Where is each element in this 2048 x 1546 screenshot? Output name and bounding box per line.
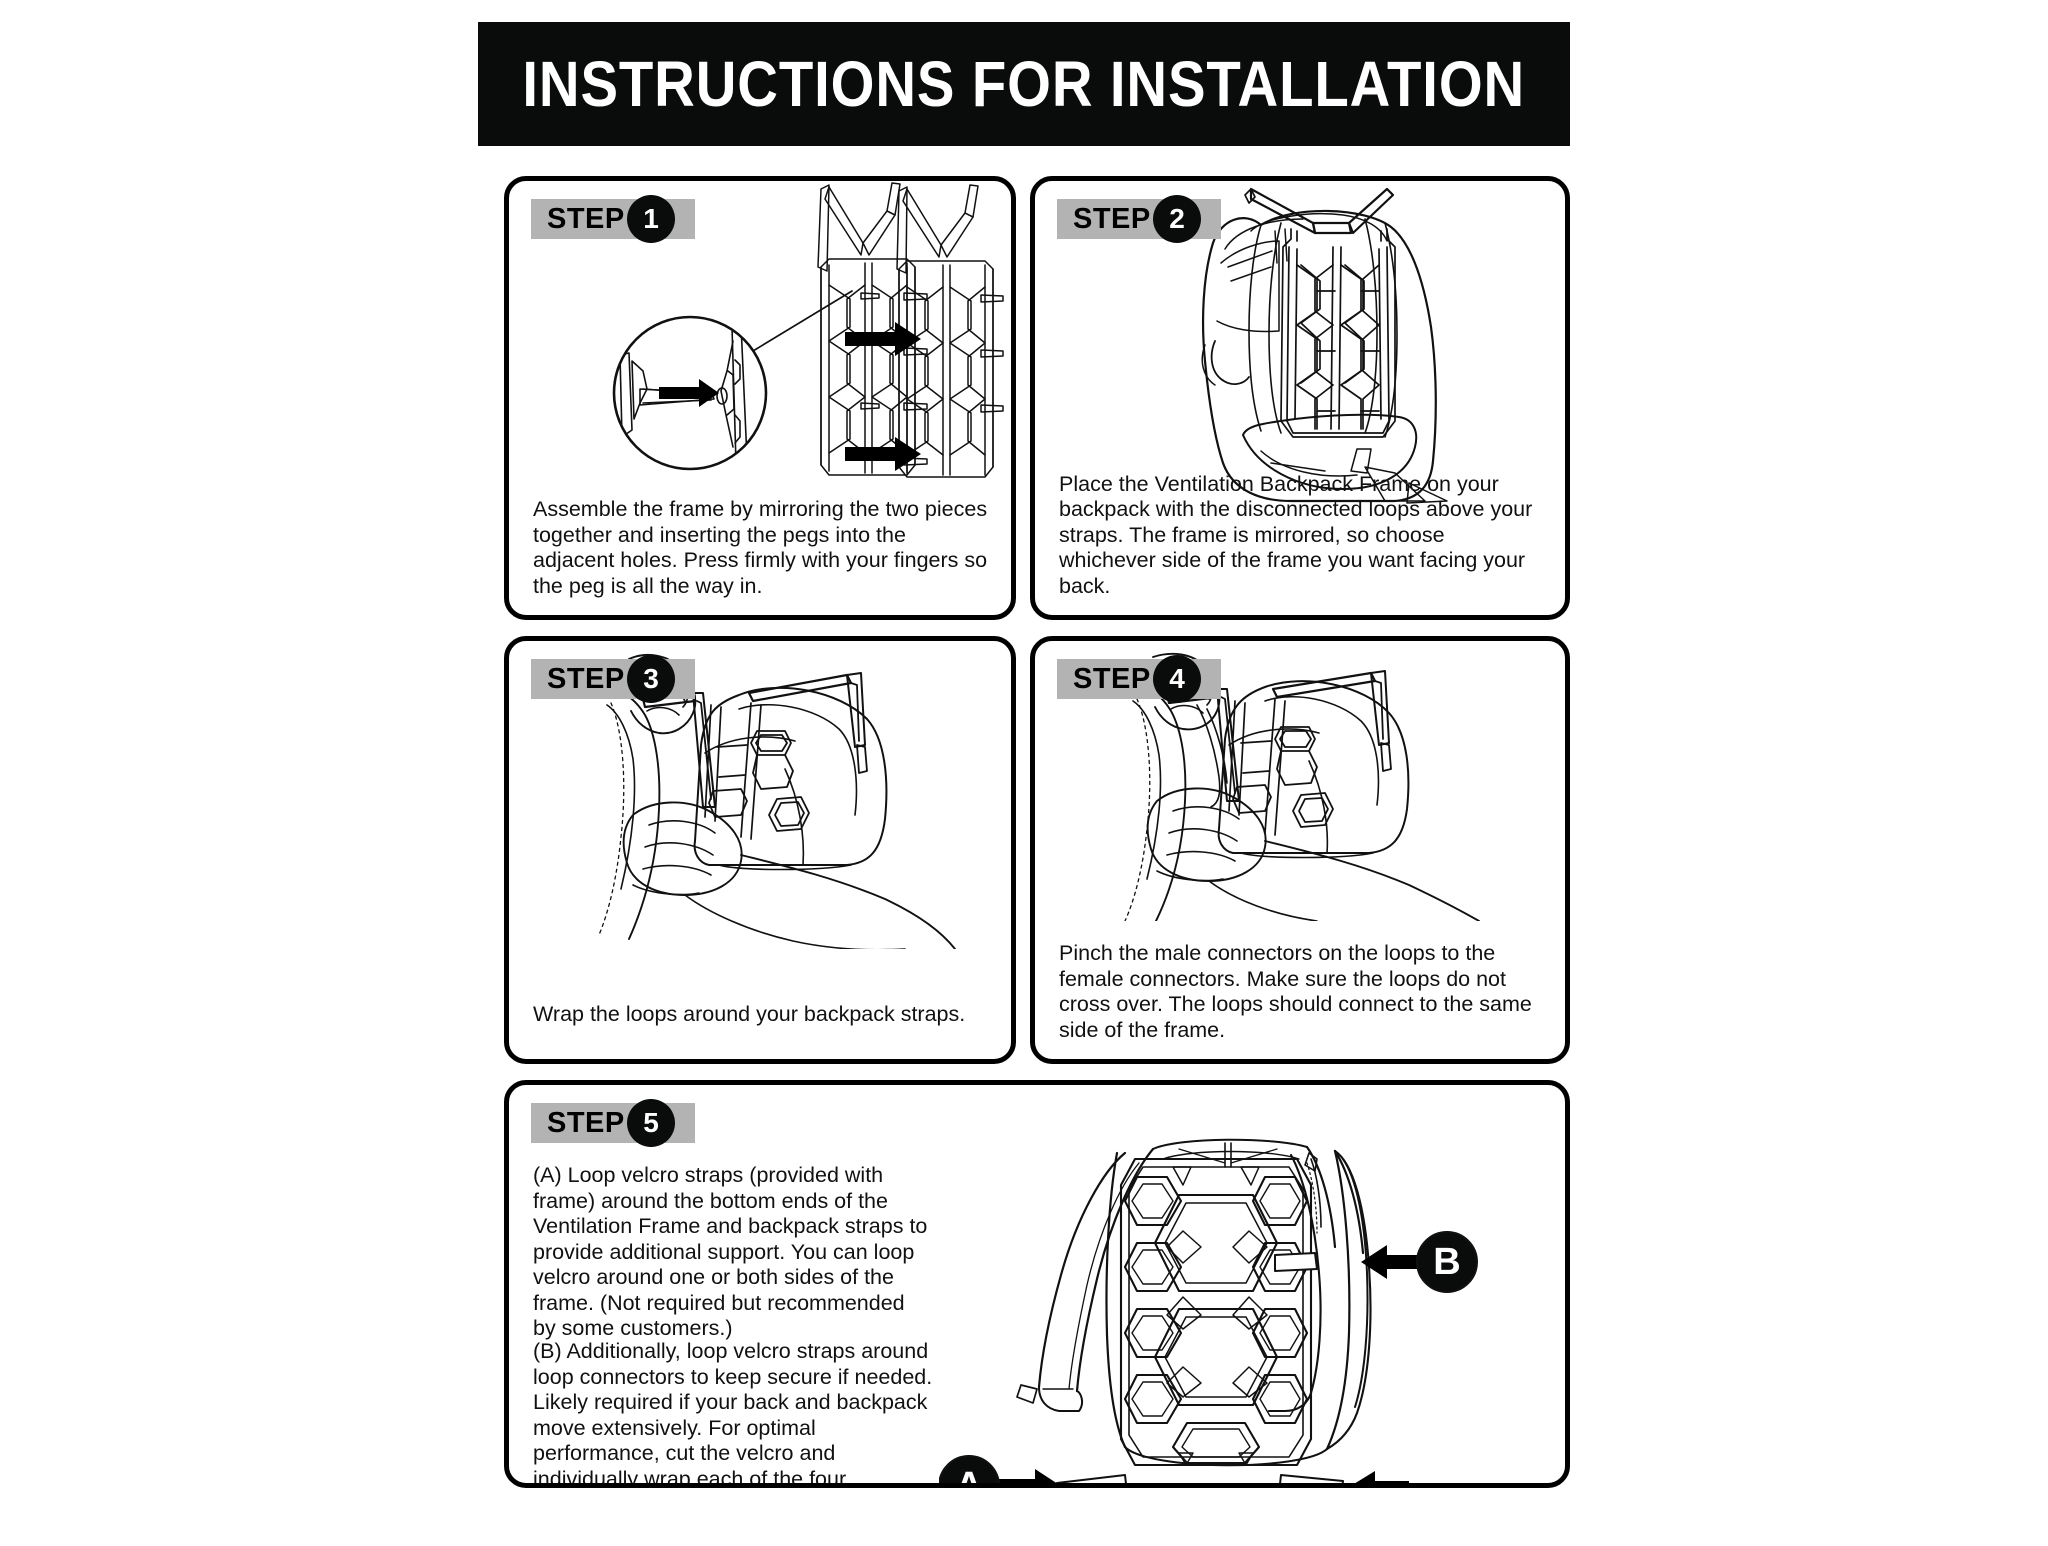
step-label-1: STEP xyxy=(547,202,625,235)
step-badge-4: STEP 4 xyxy=(1057,655,1221,703)
step-5-caption-b: (B) Additionally, loop velcro straps aro… xyxy=(533,1339,933,1488)
step-number-2: 2 xyxy=(1169,203,1185,234)
step-2-caption: Place the Ventilation Backpack Frame on … xyxy=(1059,471,1533,598)
page-title-bar: INSTRUCTIONS FOR INSTALLATION xyxy=(478,22,1570,146)
step-3-illustration xyxy=(589,649,989,949)
step-number-5: 5 xyxy=(643,1107,659,1138)
step-label-4: STEP xyxy=(1073,662,1151,695)
step-panel-1: STEP 1 xyxy=(504,176,1016,620)
step-1-illustration xyxy=(607,181,1007,535)
step-2-illustration xyxy=(1065,181,1565,511)
step-badge-3: STEP 3 xyxy=(531,655,695,703)
step-badge-5: STEP 5 xyxy=(531,1099,695,1147)
step-number-circle-3: 3 xyxy=(627,655,675,703)
step-panel-2: STEP 2 xyxy=(1030,176,1570,620)
step-5-illustration: B A xyxy=(939,1085,1499,1488)
step-3-caption: Wrap the loops around your backpack stra… xyxy=(533,1001,966,1026)
step-panel-3: STEP 3 xyxy=(504,636,1016,1064)
page-title: INSTRUCTIONS FOR INSTALLATION xyxy=(522,48,1526,120)
step-number-circle-2: 2 xyxy=(1153,195,1201,243)
callout-label-a-text: A xyxy=(955,1465,982,1488)
step-panel-5: STEP 5 (A) Loop velcro straps (provided … xyxy=(504,1080,1570,1488)
step-badge-2: STEP 2 xyxy=(1057,195,1221,243)
callout-label-b-text: B xyxy=(1433,1241,1460,1283)
step-badge-1: STEP 1 xyxy=(531,195,695,243)
step-1-caption: Assemble the frame by mirroring the two … xyxy=(533,497,988,598)
step-number-circle-1: 1 xyxy=(627,195,675,243)
step-number-circle-5: 5 xyxy=(627,1099,675,1147)
step-number-3: 3 xyxy=(643,663,659,694)
step-number-1: 1 xyxy=(643,203,659,234)
step-4-caption: Pinch the male connectors on the loops t… xyxy=(1059,941,1532,1042)
step-label-3: STEP xyxy=(547,662,625,695)
step-number-circle-4: 4 xyxy=(1153,655,1201,703)
step-label-5: STEP xyxy=(547,1106,625,1139)
step-5-caption-a: (A) Loop velcro straps (provided with fr… xyxy=(533,1163,928,1340)
step-label-2: STEP xyxy=(1073,202,1151,235)
step-panel-4: STEP 4 xyxy=(1030,636,1570,1064)
step-number-4: 4 xyxy=(1169,663,1185,694)
